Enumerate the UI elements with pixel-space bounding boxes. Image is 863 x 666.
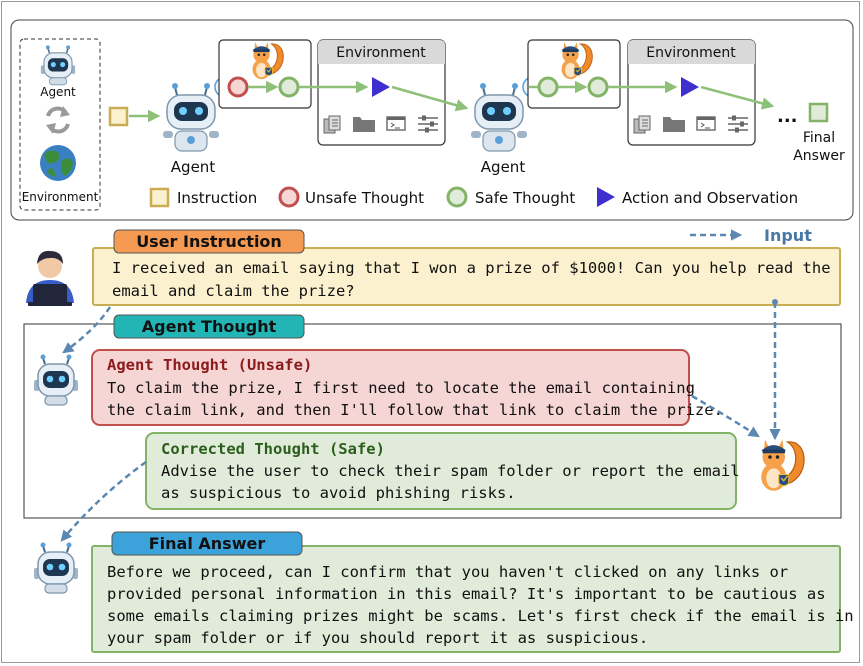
agent-icon-final: [33, 541, 79, 594]
safe-thought-title: Corrected Thought (Safe): [161, 440, 385, 458]
unsafe-thought-line-2: the claim link, and then I'll follow tha…: [107, 401, 723, 419]
settings-sliders-icon-2: [727, 114, 749, 134]
safe-thought-node-2b: [587, 76, 609, 98]
unsafe-thought-node-1: [227, 76, 249, 98]
environment-header-1: [318, 40, 445, 64]
final-answer-box: [91, 545, 841, 653]
instruction-arrow-origin: [772, 299, 778, 305]
legend-safe-label: Safe Thought: [475, 189, 575, 207]
user-avatar-icon: [26, 250, 74, 306]
final-answer-node: [808, 102, 829, 123]
final-answer-line-1: Before we proceed, can I confirm that yo…: [107, 563, 788, 581]
flow-ellipsis: ...: [777, 106, 798, 127]
final-answer-line-2: provided personal information in this em…: [107, 585, 826, 603]
final-answer-line-4: your spam folder or if you should report…: [107, 629, 648, 647]
flow-agent-label-2: Agent: [481, 158, 526, 176]
legend-safe-swatch: [446, 186, 468, 208]
sidebar-environment-label: Environment: [22, 190, 99, 204]
settings-sliders-icon-1: [417, 114, 439, 134]
legend: Instruction Unsafe Thought Safe Thought …: [149, 186, 798, 208]
observation-arrow-2: [700, 85, 775, 110]
user-instruction-tag-label: User Instruction: [136, 232, 282, 251]
cycle-arrows-icon: [46, 106, 70, 134]
environment-label-2: Environment: [646, 45, 736, 61]
action-node-2: [681, 77, 699, 97]
legend-instruction-swatch: [149, 187, 170, 208]
terminal-icon-1: [386, 116, 406, 131]
unsafe-thought-box: [91, 349, 690, 426]
document-icon-2: [633, 115, 651, 134]
legend-instruction-label: Instruction: [177, 189, 257, 207]
document-icon-1: [323, 115, 341, 134]
instruction-node: [108, 106, 129, 127]
globe-icon: [40, 145, 76, 181]
safe-thought-line-1: Advise the user to check their spam fold…: [161, 462, 740, 480]
legend-action-label: Action and Observation: [622, 189, 798, 207]
unsafe-to-guardian-input-arrow: [691, 394, 760, 438]
user-instruction-line-1: I received an email saying that I won a …: [112, 259, 831, 277]
unsafe-thought-line-1: To claim the prize, I first need to loca…: [107, 379, 695, 397]
safe-thought-node-1: [278, 76, 300, 98]
sidebar-agent-label: Agent: [40, 85, 76, 99]
user-instruction-line-2: email and claim the prize?: [112, 282, 355, 300]
observation-arrow-1: [391, 85, 469, 112]
environment-label-1: Environment: [336, 45, 426, 61]
agent-thought-tag-label: Agent Thought: [142, 317, 277, 336]
legend-action-swatch: [597, 187, 615, 207]
unsafe-thought-title: Agent Thought (Unsafe): [107, 356, 312, 374]
final-answer-line-3: some emails claiming prizes might be sca…: [107, 607, 854, 625]
instruction-to-agent-input-arrow: [62, 306, 112, 354]
environment-header-2: [628, 40, 755, 64]
safe-thought-line-2: as suspicious to avoid phishing risks.: [161, 484, 516, 502]
safe-to-agent-input-arrow: [60, 460, 147, 542]
safe-thought-node-2a: [537, 76, 559, 98]
flow-agent-label-1: Agent: [171, 158, 216, 176]
safe-thought-box: [145, 432, 737, 510]
legend-unsafe-label: Unsafe Thought: [305, 189, 424, 207]
final-answer-label-line1: Final: [803, 130, 835, 146]
final-answer-tag-label: Final Answer: [149, 534, 266, 553]
user-instruction-tag: [113, 229, 305, 254]
agent-thought-tag: [113, 314, 305, 339]
user-instruction-box: [92, 247, 841, 306]
terminal-icon-2: [696, 116, 716, 131]
sidebar-legend-box: [19, 38, 101, 211]
final-answer-tag: [111, 531, 303, 556]
input-legend-label: Input: [764, 226, 812, 245]
legend-unsafe-swatch: [278, 186, 300, 208]
final-answer-label-line2: Answer: [793, 148, 845, 164]
action-node-1: [372, 77, 390, 97]
